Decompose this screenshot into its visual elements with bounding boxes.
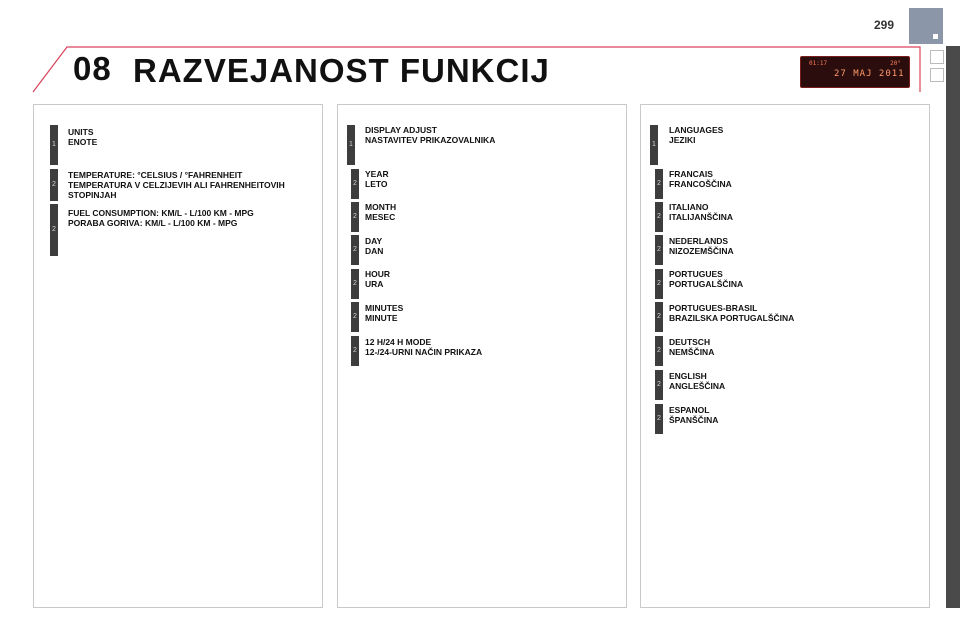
multifunction-display-image: 01:17 20° 27 MAJ 2011 (800, 56, 910, 88)
level-marker: 2 (655, 235, 663, 265)
level-marker: 2 (655, 269, 663, 299)
level-marker: 2 (655, 202, 663, 232)
level-marker: 2 (655, 336, 663, 366)
level-marker: 2 (655, 169, 663, 199)
level-marker: 1 (347, 125, 355, 165)
display-date: 27 MAJ 2011 (834, 69, 905, 79)
level-marker: 2 (351, 169, 359, 199)
level-marker: 2 (655, 370, 663, 400)
level-marker: 1 (50, 125, 58, 165)
level-marker: 1 (650, 125, 658, 165)
level-marker: 2 (50, 204, 58, 256)
level-marker: 2 (351, 336, 359, 366)
level-marker: 2 (655, 302, 663, 332)
level-marker: 2 (50, 169, 58, 201)
tab-marker-icon (933, 34, 938, 39)
level-marker: 2 (655, 404, 663, 434)
page-number: 299 (874, 18, 895, 32)
display-temp: 20° (890, 60, 901, 67)
chapter-tab (909, 8, 943, 44)
display-time: 01:17 (809, 60, 828, 67)
level-marker: 2 (351, 202, 359, 232)
level-marker: 2 (351, 302, 359, 332)
level-marker: 2 (351, 235, 359, 265)
chapter-title: RAZVEJANOST FUNKCIJ (133, 52, 550, 89)
side-square-icon (930, 50, 944, 64)
side-bar (946, 46, 960, 608)
header-frame (32, 46, 921, 93)
level-marker: 2 (351, 269, 359, 299)
chapter-number: 08 (73, 50, 112, 87)
side-square-icon (930, 68, 944, 82)
